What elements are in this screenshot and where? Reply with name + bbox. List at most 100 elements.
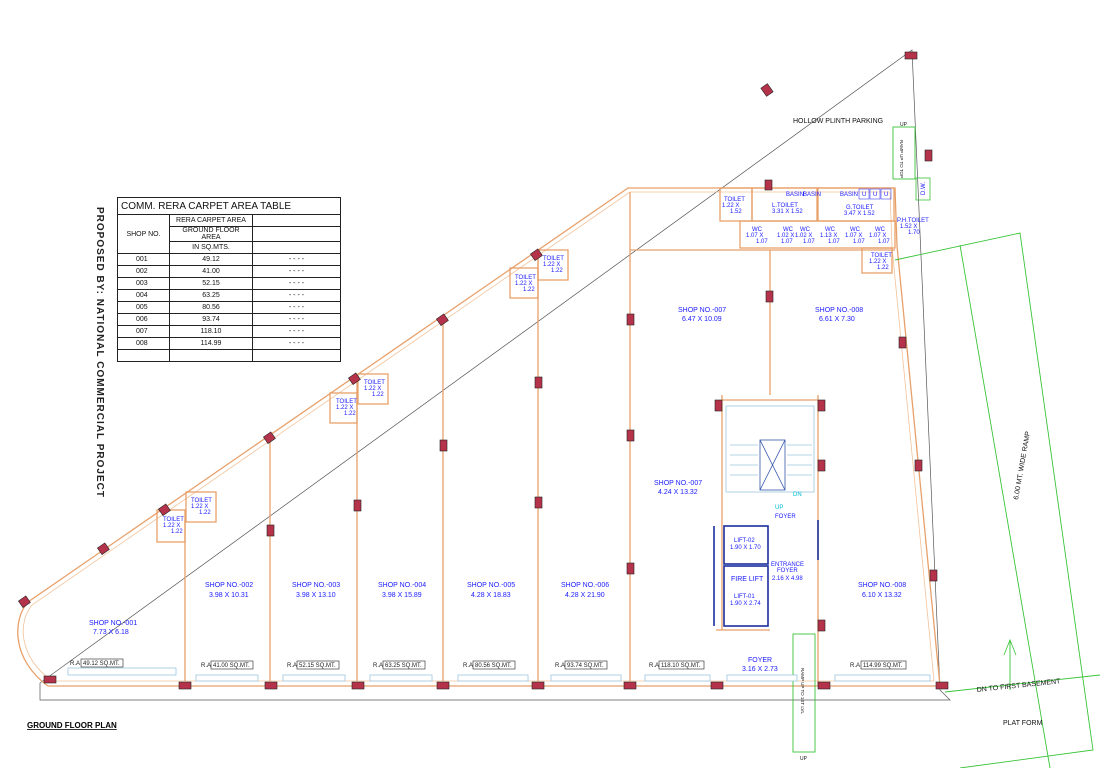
toilet-label: TOILET [364,380,385,386]
l-toilet-dim: 3.31 X 1.52 [772,209,803,215]
up-label: UP [775,505,783,511]
ra-value: 80.56 SQ.MT. [475,663,512,669]
wc-dim: 1.02 X [795,233,812,239]
wc-dim: 1.07 [803,239,815,245]
toilet-dim: 1.22 [372,392,384,398]
g-toilet-label: G.TOILET [846,205,874,211]
shop-number: 002 [117,265,170,278]
shopfront-windows [67,667,931,682]
area-value: 118.10 [169,325,253,338]
toilet-dim: 1.22 X [869,259,886,265]
foyer-label: FOYER [748,657,772,664]
foyer-upper-label: FOYER [775,514,796,520]
toilet-label: TOILET [543,256,564,262]
toilet-label: TOILET [724,197,745,203]
core-labels: DN UP FOYER LIFT-02 1.90 X 1.70 ENTRANCE… [730,492,804,673]
toilet-dim: 1.22 [523,287,535,293]
dash-value: - - - - [252,265,341,278]
shop-007-upper-name: SHOP NO.-007 [678,307,726,314]
urinal-label: U [873,192,877,198]
basin-label: BASIN [840,192,858,198]
wc-dim: 1.13 X [820,233,837,239]
area-value: 80.56 [169,301,253,314]
dash-value: - - - - [252,301,341,314]
dn-label: DN [793,492,802,498]
shop-number: 006 [117,313,170,326]
toilet-dim: 1.22 [171,529,183,535]
col-area-header-2: GROUND FLOOR AREA [169,226,253,242]
g-toilet-dim: 3.47 X 1.52 [844,211,875,217]
plat-form-label: PLAT FORM [1003,720,1043,727]
building-outline [17,187,941,687]
ra-prefix: R.A [649,663,659,669]
wc-label: WC [752,227,763,233]
up-label-top: UP [900,122,908,128]
ra-value: 63.25 SQ.MT. [385,663,422,669]
toilet-label: TOILET [163,517,184,523]
col-area-header-1: RERA CARPET AREA [169,214,253,227]
plan-title: GROUND FLOOR PLAN [27,721,117,730]
shop-number: 005 [117,301,170,314]
ra-labels: R.A 49.12 SQ.MT. R.A 41.00 SQ.MT. R.A 52… [70,658,907,670]
wc-label: WC [800,227,811,233]
ra-value: 118.10 SQ.MT. [661,663,701,669]
area-value: 63.25 [169,289,253,302]
shop-005-name: SHOP NO.-005 [467,582,515,589]
wc-dim: 1.07 [781,239,793,245]
toilet-dim: 1.22 [877,265,889,271]
ramp-up-bottom-label: RAMP UP TO 1ST LVL [800,668,805,715]
ra-prefix: R.A [850,663,860,669]
shop-labels: SHOP NO.-001 7.73 X 6.18 SHOP NO.-002 3.… [89,307,906,636]
rera-area-table: COMM. RERA CARPET AREA TABLE SHOP NO. RE… [117,197,341,362]
dw-label: D.W. [921,182,927,195]
entrance-label-2: FOYER [777,568,798,574]
ph-toilet-dim: 1.70 [908,230,920,236]
shop-008-dim: 6.10 X 13.32 [862,592,902,599]
wc-dim: 1.07 [756,239,768,245]
l-toilet-label: L.TOILET [772,203,798,209]
wc-dim: 1.07 [853,239,865,245]
wc-dim: 1.07 X [869,233,886,239]
toilet-dim: 1.52 [730,209,742,215]
ra-value: 41.00 SQ.MT. [213,663,250,669]
toilet-label: TOILET [515,275,536,281]
shop-number: 001 [117,253,170,266]
parking-label: HOLLOW PLINTH PARKING [793,118,883,125]
toilet-label: TOILET [336,399,357,405]
ra-value: 49.12 SQ.MT. [83,661,120,667]
columns [18,51,949,690]
dash-value: - - - - [252,313,341,326]
toilet-dim: 1.22 X [163,523,180,529]
dash-value: - - - - [252,289,341,302]
entrance-label: ENTRANCE [771,562,804,568]
shop-005-dim: 4.28 X 18.83 [471,592,511,599]
shop-004-name: SHOP NO.-004 [378,582,426,589]
shop-number: 003 [117,277,170,290]
toilet-dim: 1.22 X [191,504,208,510]
toilet-dim: 1.22 [344,411,356,417]
shop-008-upper-dim: 6.61 X 7.30 [819,316,855,323]
ra-prefix: R.A [373,663,383,669]
wc-label: WC [850,227,861,233]
lift02-dim: 1.90 X 1.70 [730,545,761,551]
partition-walls [184,192,895,686]
ramps [792,126,1101,768]
up-label-bottom: UP [800,756,808,762]
ph-toilet-dim: 1.52 X [900,224,917,230]
toilet-label: TOILET [191,498,212,504]
shop-004-dim: 3.98 X 15.89 [382,592,422,599]
ra-prefix: R.A [201,663,211,669]
wc-dim: 1.02 X [777,233,794,239]
basin-label: BASIN [803,192,821,198]
shop-006-name: SHOP NO.-006 [561,582,609,589]
ph-toilet-label: P.H.TOILET [897,218,929,224]
toilet-labels: TOILET 1.22 X 1.22 TOILET 1.22 X 1.22 TO… [163,256,564,535]
lift-shafts [713,520,819,627]
lift02-label: LIFT-02 [734,538,755,544]
area-value: 52.15 [169,277,253,290]
